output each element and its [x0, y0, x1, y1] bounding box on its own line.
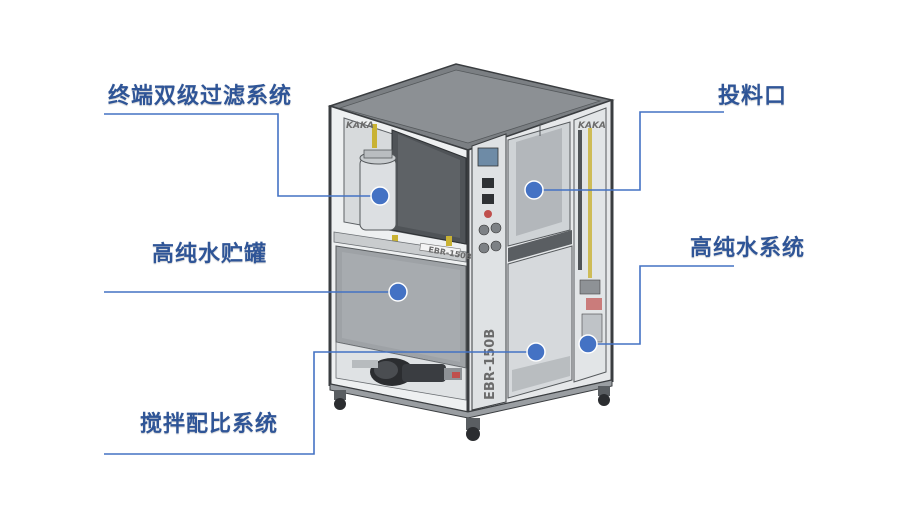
marker-water — [578, 334, 598, 354]
callout-markers — [370, 180, 598, 362]
brand-mark-left: KAKA — [346, 121, 374, 131]
leader-line-water — [588, 265, 734, 345]
marker-tank — [388, 282, 408, 302]
leader-line-mix — [104, 351, 536, 455]
marker-inlet — [524, 180, 544, 200]
leader-lines — [104, 111, 734, 455]
caster-wheel — [466, 418, 480, 441]
label-pure-water-system: 高纯水系统 — [690, 236, 806, 261]
brand-mark-right: KAKA — [578, 121, 606, 131]
caster-wheel — [598, 386, 610, 406]
leader-line-filter — [104, 113, 380, 197]
marker-mix — [526, 342, 546, 362]
label-pure-water-tank: 高纯水贮罐 — [152, 242, 268, 267]
label-feed-inlet: 投料口 — [718, 84, 788, 109]
marker-filter — [370, 186, 390, 206]
machine-illustration: EBR-150B EBR-150B KAKA KAKA — [327, 63, 615, 441]
model-engraving: EBR-150B — [483, 329, 498, 400]
leader-line-inlet — [534, 111, 724, 191]
label-dual-filter-system: 终端双级过滤系统 — [108, 84, 293, 109]
label-mixing-system: 搅拌配比系统 — [140, 412, 279, 437]
caster-wheel — [334, 390, 346, 410]
